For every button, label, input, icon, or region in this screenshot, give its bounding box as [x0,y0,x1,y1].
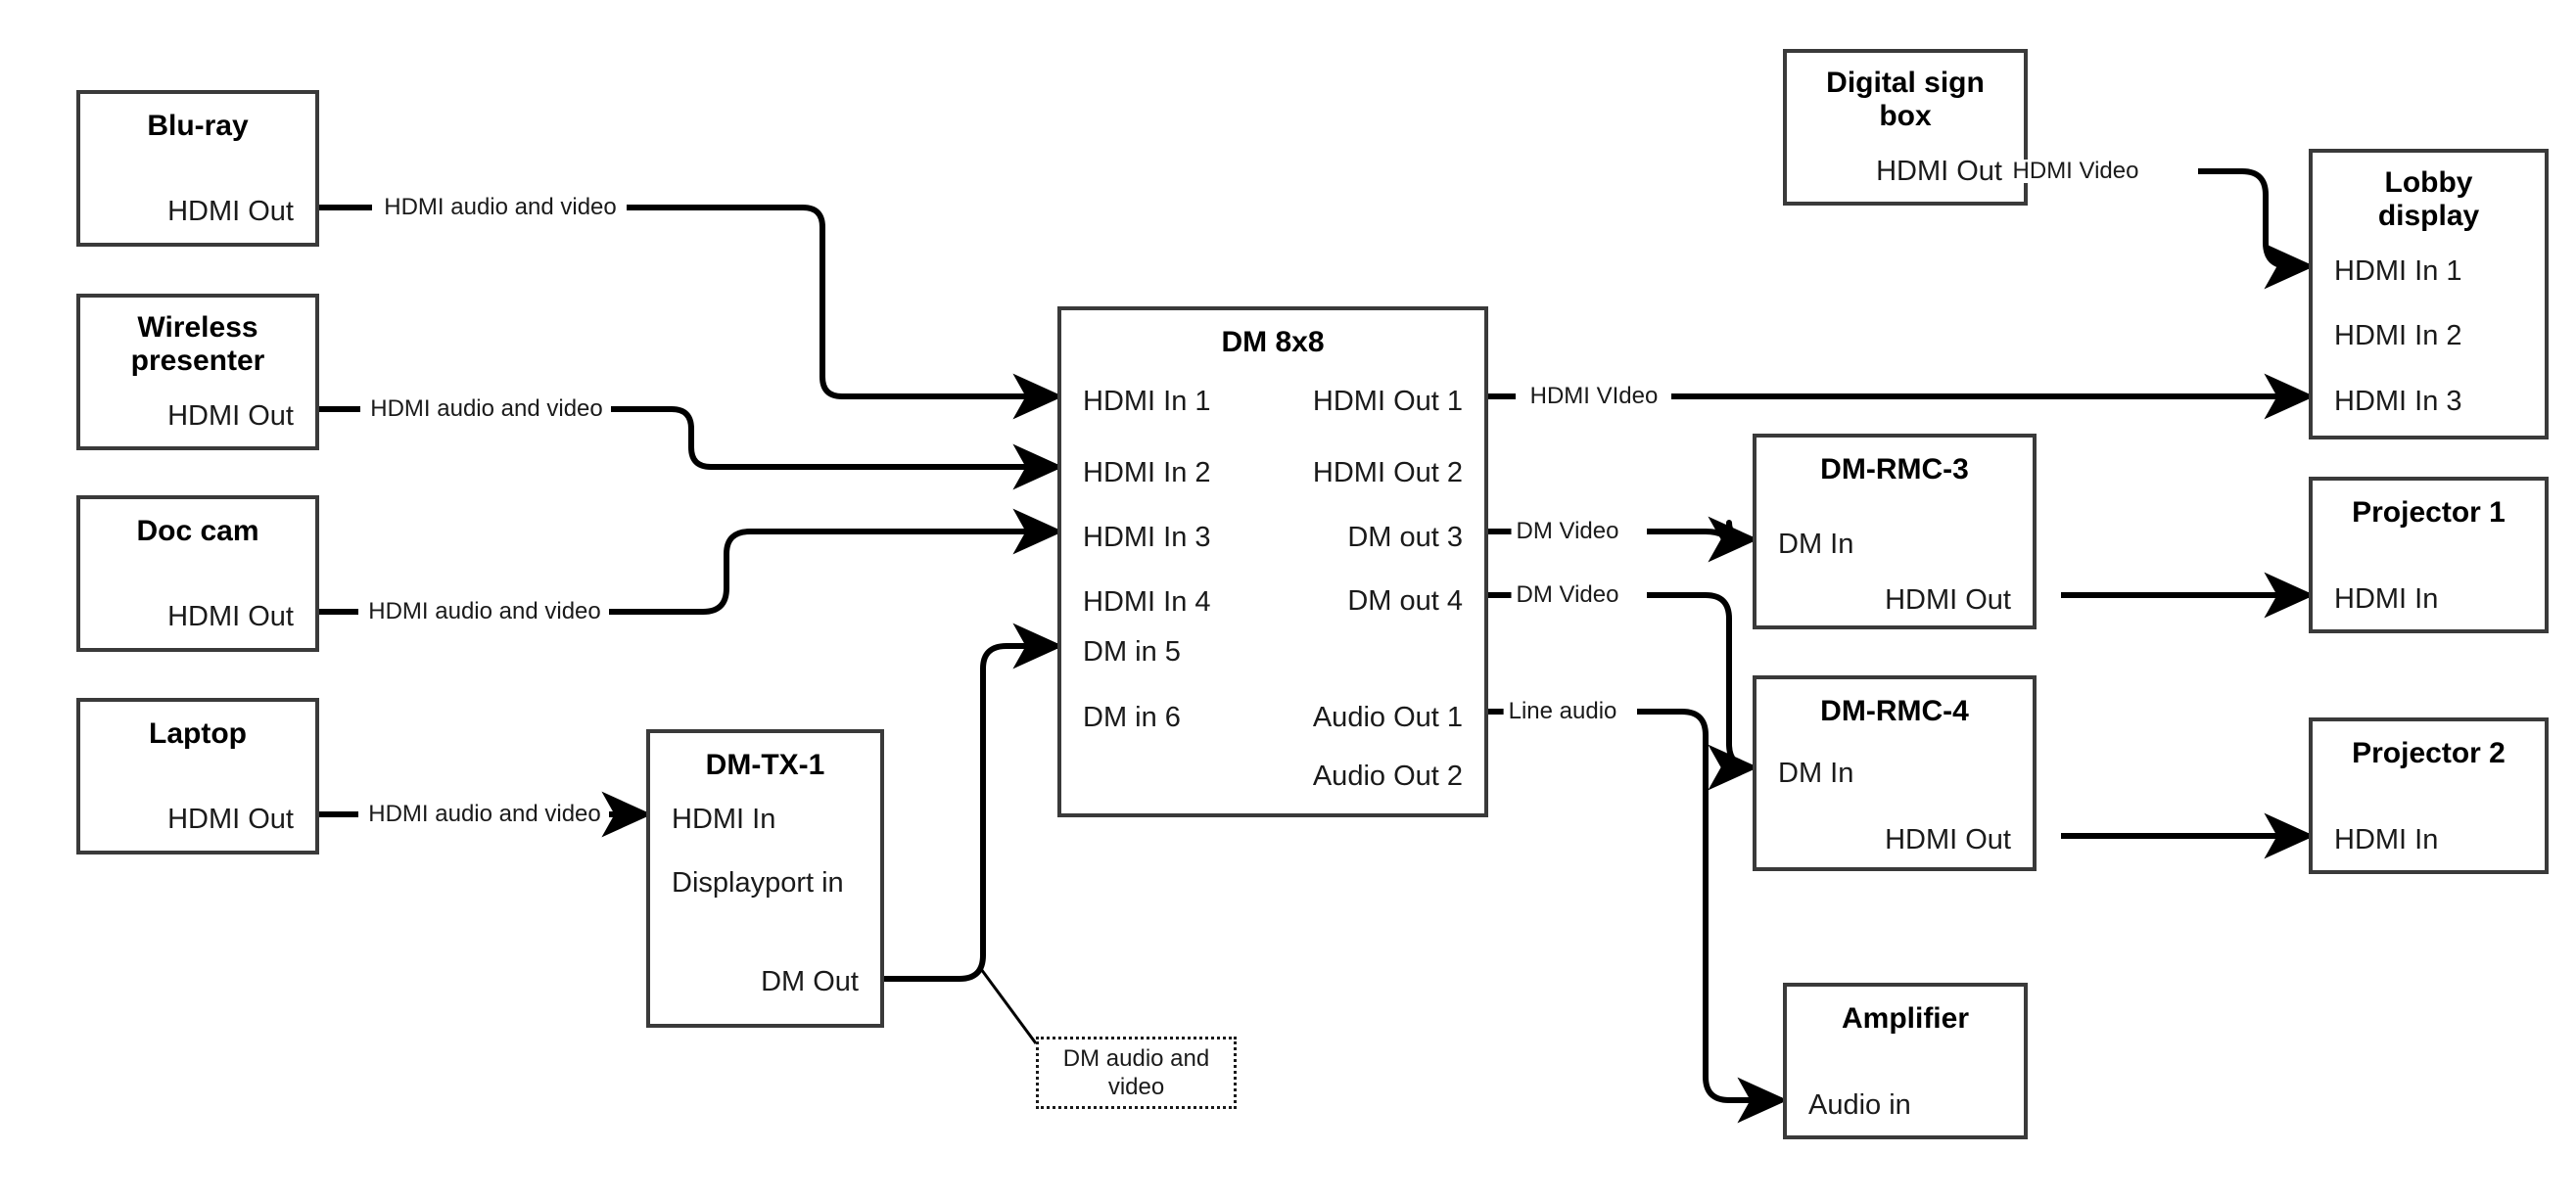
node-dm-8x8-output-dm-out-4: DM out 4 [1347,585,1463,617]
node-dm-8x8[interactable]: DM 8x8 HDMI In 1 HDMI In 2 HDMI In 3 HDM… [1057,306,1488,817]
node-dm-8x8-title: DM 8x8 [1221,326,1325,358]
node-dm-8x8-input-hdmi-in-2: HDMI In 2 [1083,457,1211,488]
node-digital-sign-box[interactable]: Digital sign box HDMI Out [1783,49,2028,206]
node-dm-tx-1-title: DM-TX-1 [705,749,825,781]
node-laptop-title: Laptop [149,717,247,750]
edge-label-dm-hdmi-out-1: HDMI VIdeo [1524,385,1663,408]
node-dm-rmc-4-port-dm-in: DM In [1778,758,1854,789]
node-dm-8x8-input-hdmi-in-1: HDMI In 1 [1083,386,1211,417]
node-bluray[interactable]: Blu-ray HDMI Out [76,90,319,247]
wire-dm-dmout4-to-dmrmc4 [1647,592,1758,791]
node-projector-2-port-hdmi-in: HDMI In [2334,824,2439,855]
edge-label-laptop-to-dmtx1: HDMI audio and video [363,803,606,826]
node-doc-cam[interactable]: Doc cam HDMI Out [76,495,319,652]
node-dm-tx-1-port-dm-out: DM Out [761,966,859,997]
node-laptop-port-hdmi-out: HDMI Out [167,804,294,835]
node-projector-2-title: Projector 2 [2352,737,2506,769]
node-wireless-presenter[interactable]: Wireless presenter HDMI Out [76,294,319,450]
node-bluray-title: Blu-ray [147,110,249,142]
wire-doccam-to-dm-hdmi-in-3 [609,508,1064,615]
node-dm-rmc-4-port-hdmi-out: HDMI Out [1885,824,2011,855]
node-wireless-presenter-title: Wireless presenter [130,311,265,377]
edge-label-bluray-to-dm: HDMI audio and video [379,196,622,219]
node-dm-rmc-3-title: DM-RMC-3 [1820,453,1969,485]
wire-sign-to-lobby-hdmi-in-1 [2198,168,2316,290]
node-lobby-display-input-hdmi-in-2: HDMI In 2 [2334,320,2462,351]
node-lobby-display[interactable]: Lobby display HDMI In 1 HDMI In 2 HDMI I… [2309,149,2549,439]
node-dm-8x8-output-dm-out-3: DM out 3 [1347,522,1463,553]
edge-label-wireless-to-dm: HDMI audio and video [365,397,608,421]
node-bluray-port-hdmi-out: HDMI Out [167,196,294,227]
node-amplifier[interactable]: Amplifier Audio in [1783,983,2028,1139]
node-dm-8x8-output-audio-out-1: Audio Out 1 [1312,702,1463,733]
node-dm-rmc-3-port-hdmi-out: HDMI Out [1885,584,2011,616]
node-dm-rmc-4[interactable]: DM-RMC-4 DM In HDMI Out [1753,675,2037,871]
node-dm-8x8-output-audio-out-2: Audio Out 2 [1312,761,1463,792]
node-projector-2[interactable]: Projector 2 HDMI In [2309,717,2549,874]
node-laptop[interactable]: Laptop HDMI Out [76,698,319,855]
edge-label-dm-out-4: DM Video [1511,583,1624,607]
node-doc-cam-port-hdmi-out: HDMI Out [167,601,294,632]
wire-wireless-to-dm-hdmi-in-2 [611,406,1064,490]
edge-label-sign-to-lobby: HDMI Video [2007,160,2144,183]
node-dm-8x8-input-dm-in-5: DM in 5 [1083,636,1181,668]
wire-bluray-to-dm-hdmi-in-1 [627,205,1064,420]
node-amplifier-port-audio-in: Audio in [1808,1089,1911,1121]
node-dm-8x8-output-hdmi-out-2: HDMI Out 2 [1312,457,1463,488]
wire-dm-dmout3-to-dmrmc3 [1647,516,1759,563]
wire-dmtx1-to-dm-in-5 [884,623,1064,982]
node-lobby-display-input-hdmi-in-1: HDMI In 1 [2334,255,2462,287]
node-digital-sign-box-title: Digital sign box [1826,67,1985,132]
node-dm-rmc-4-title: DM-RMC-4 [1820,695,1969,727]
node-doc-cam-title: Doc cam [136,515,259,547]
node-digital-sign-box-port-hdmi-out: HDMI Out [1876,156,2002,187]
node-dm-8x8-output-hdmi-out-1: HDMI Out 1 [1312,386,1463,417]
node-dm-rmc-3-port-dm-in: DM In [1778,529,1854,560]
node-dm-tx-1[interactable]: DM-TX-1 HDMI In Displayport in DM Out [646,729,884,1028]
edge-label-audio-out-1: Line audio [1503,700,1622,723]
callout-dm-audio-and-video: DM audio and video [1036,1037,1237,1109]
node-projector-1-title: Projector 1 [2352,496,2506,529]
node-dm-tx-1-port-hdmi-in: HDMI In [672,804,776,835]
node-projector-1-port-hdmi-in: HDMI In [2334,583,2439,615]
node-dm-8x8-input-hdmi-in-3: HDMI In 3 [1083,522,1211,553]
edge-label-dm-out-3: DM Video [1511,520,1624,543]
node-dm-8x8-input-hdmi-in-4: HDMI In 4 [1083,586,1211,618]
node-wireless-presenter-port-hdmi-out: HDMI Out [167,400,294,432]
edge-label-doccam-to-dm: HDMI audio and video [363,600,606,624]
node-lobby-display-title: Lobby display [2377,166,2480,232]
node-projector-1[interactable]: Projector 1 HDMI In [2309,477,2549,633]
node-dm-8x8-input-dm-in-6: DM in 6 [1083,702,1181,733]
node-amplifier-title: Amplifier [1841,1002,1970,1035]
node-dm-rmc-3[interactable]: DM-RMC-3 DM In HDMI Out [1753,434,2037,629]
node-lobby-display-input-hdmi-in-3: HDMI In 3 [2334,386,2462,417]
node-dm-tx-1-port-displayport-in: Displayport in [672,867,844,899]
callout-leader-line [979,968,1038,1044]
